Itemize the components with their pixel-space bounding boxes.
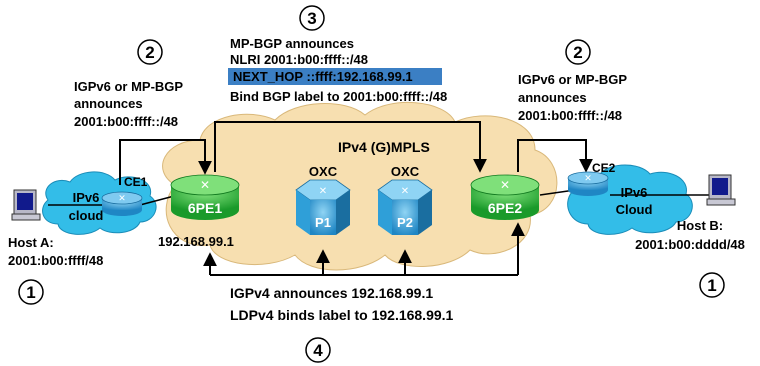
p1-label: P1 <box>315 215 331 230</box>
step3-circle <box>299 5 325 31</box>
step2-left-line3: 2001:b00:ffff::/48 <box>74 114 178 129</box>
host-a-address: 2001:b00:ffff/48 <box>8 253 103 268</box>
step2-left-line1: IGPv6 or MP-BGP <box>74 79 183 94</box>
left-ipv6-cloud <box>42 171 157 235</box>
host-b-address: 2001:b00:dddd/48 <box>635 237 745 252</box>
host-a-name: Host A: <box>8 235 54 250</box>
step3-arrow <box>214 121 487 173</box>
step2-right-line1: IGPv6 or MP-BGP <box>518 72 627 87</box>
right-cloud-line2: Cloud <box>616 202 653 217</box>
oxc1-label: OXC <box>309 164 338 179</box>
p2-label: P2 <box>397 215 413 230</box>
step2-right-arrow <box>517 139 593 173</box>
host-a-computer-icon <box>11 189 41 221</box>
p2-oxc: ✕ <box>377 179 433 235</box>
router-arrows-icon: ✕ <box>500 178 510 192</box>
pe1-router: ✕ <box>170 174 240 220</box>
right-cloud-line1: IPv6 <box>621 185 648 200</box>
host-b-name: Host B: <box>677 218 723 233</box>
oxc-arrows-icon: ✕ <box>401 186 409 197</box>
ce1-router: ✕ <box>101 191 143 216</box>
router-arrows-icon: ✕ <box>200 178 210 192</box>
ce1-label: CE1 <box>124 175 148 189</box>
left-cloud-line1: IPv6 <box>73 190 100 205</box>
step2-right-circle <box>565 39 591 65</box>
host-b-computer-icon <box>706 174 736 206</box>
step2-right-number: 2 <box>573 43 582 62</box>
router-arrows-icon: ✕ <box>118 194 126 204</box>
pe2-router: ✕ <box>470 174 540 220</box>
host-b-step-circle <box>699 272 725 298</box>
pe2-label: 6PE2 <box>488 200 522 216</box>
ce2-label: CE2 <box>592 161 616 175</box>
host-a-step-number: 1 <box>26 283 35 302</box>
core-network-label: IPv4 (G)MPLS <box>338 139 430 155</box>
host-a-step-circle <box>18 279 44 305</box>
left-cloud-line2: cloud <box>69 208 104 223</box>
step3-line1: MP-BGP announces <box>230 36 354 51</box>
pe1-address: 192.168.99.1 <box>158 234 234 249</box>
step3-number: 3 <box>307 9 316 28</box>
oxc-arrows-icon: ✕ <box>319 186 327 197</box>
host-b-step-number: 1 <box>707 276 716 295</box>
step3-line2: NLRI 2001:b00:ffff::/48 <box>230 52 368 67</box>
step3-line4: Bind BGP label to 2001:b00:ffff::/48 <box>230 89 447 104</box>
next-hop-highlight <box>228 68 442 85</box>
step2-left-number: 2 <box>145 43 154 62</box>
p1-oxc: ✕ <box>295 179 351 235</box>
pe1-label: 6PE1 <box>188 200 222 216</box>
step2-left-line2: announces <box>74 96 143 111</box>
step2-right-line2: announces <box>518 90 587 105</box>
step3-next-hop: NEXT_HOP ::ffff:192.168.99.1 <box>233 69 413 84</box>
step2-right-line3: 2001:b00:ffff::/48 <box>518 108 622 123</box>
step4-number: 4 <box>313 341 323 360</box>
step4-line1: IGPv4 announces 192.168.99.1 <box>230 285 433 301</box>
step2-left-arrow <box>119 139 212 185</box>
step4-circle <box>305 337 331 363</box>
step2-left-circle <box>137 39 163 65</box>
router-arrows-icon: ✕ <box>584 174 592 184</box>
step4-line2: LDPv4 binds label to 192.168.99.1 <box>230 307 454 323</box>
ce2-router: ✕ <box>567 171 609 196</box>
oxc2-label: OXC <box>391 164 420 179</box>
